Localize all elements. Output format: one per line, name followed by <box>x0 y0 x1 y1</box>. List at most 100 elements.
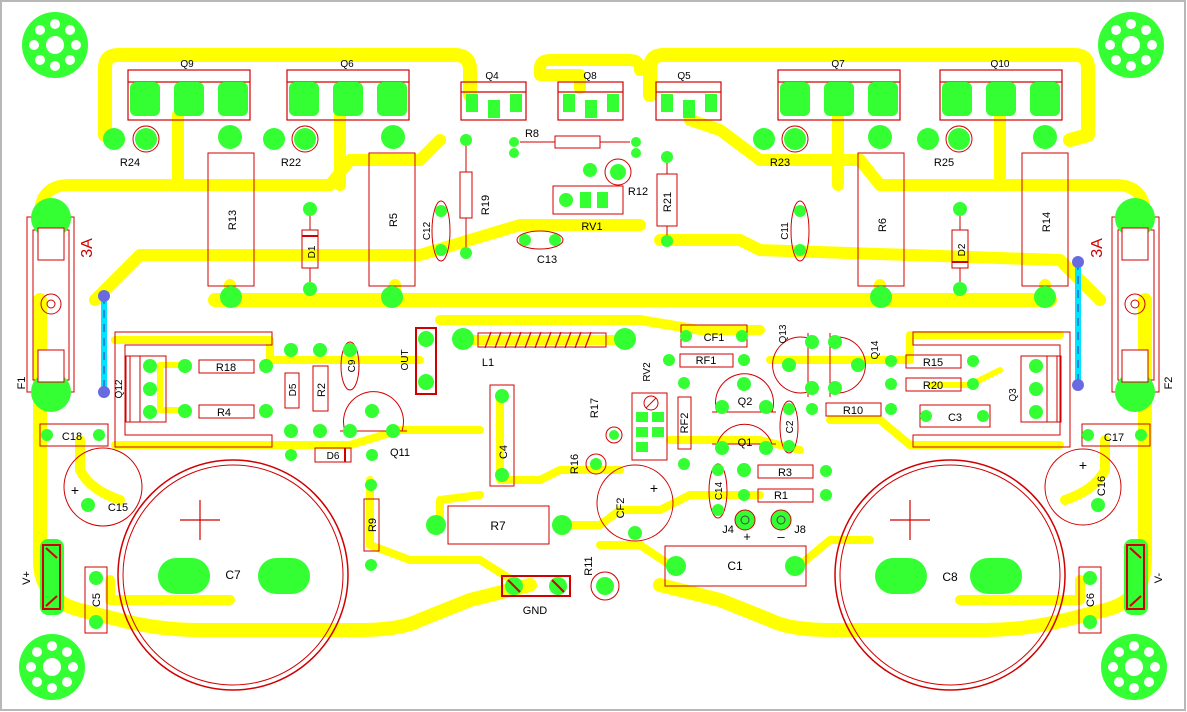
mounting-hole-top-left <box>22 12 88 78</box>
resistor-r17: R17 <box>589 398 623 444</box>
input-connector-j8: J8 – <box>770 509 806 544</box>
transistor-q13: Q13 <box>772 324 819 397</box>
svg-text:R7: R7 <box>490 519 506 533</box>
resistor-rf2: RF2 <box>677 377 692 470</box>
svg-text:Q8: Q8 <box>583 71 597 82</box>
svg-text:Q6: Q6 <box>340 59 354 70</box>
svg-text:3A: 3A <box>79 238 96 258</box>
resistor-r20: R20 <box>885 377 979 392</box>
resistor-r23: R23 <box>753 125 892 169</box>
transistor-q7: Q7 <box>777 59 901 121</box>
svg-text:CF2: CF2 <box>615 498 627 519</box>
svg-text:R6: R6 <box>877 218 889 232</box>
svg-text:D1: D1 <box>307 245 318 258</box>
resistor-r15: R15 <box>885 354 979 369</box>
svg-text:+: + <box>1079 457 1087 473</box>
svg-text:R17: R17 <box>589 398 601 418</box>
svg-text:Q7: Q7 <box>831 59 845 70</box>
wire-jumper-left <box>98 290 110 398</box>
svg-text:R15: R15 <box>923 357 943 369</box>
svg-text:+: + <box>71 482 79 498</box>
capacitor-c4: C4 <box>489 384 515 487</box>
mounting-hole-bottom-left <box>19 634 85 700</box>
fuse-holder-f2: 3A F2 <box>1089 198 1175 412</box>
capacitor-c8: C8 <box>834 459 1066 691</box>
svg-text:C15: C15 <box>108 502 128 514</box>
svg-text:R11: R11 <box>583 556 595 575</box>
resistor-r25: R25 <box>917 125 1057 169</box>
svg-text:J4: J4 <box>722 524 734 536</box>
resistor-r24: R24 <box>103 125 242 169</box>
svg-text:R19: R19 <box>480 195 492 215</box>
svg-text:RF2: RF2 <box>679 413 691 434</box>
ground-connector: GND <box>501 575 571 617</box>
output-connector: OUT <box>400 327 437 395</box>
svg-text:Q4: Q4 <box>485 71 499 82</box>
trimmer-rv2: RV2 <box>631 362 668 461</box>
resistor-r2: R2 <box>312 343 329 438</box>
svg-text:R21: R21 <box>662 192 674 212</box>
svg-text:Q10: Q10 <box>991 59 1010 70</box>
svg-text:RV1: RV1 <box>581 221 602 233</box>
svg-text:C4: C4 <box>498 445 510 459</box>
svg-text:+: + <box>650 480 658 496</box>
transistor-q11: Q11 <box>340 391 410 459</box>
svg-text:C7: C7 <box>225 568 241 582</box>
svg-text:Q1: Q1 <box>738 437 753 449</box>
svg-text:R3: R3 <box>778 467 792 479</box>
heatsink-outline-right <box>912 331 1071 448</box>
svg-text:D5: D5 <box>288 383 299 396</box>
svg-text:V-: V- <box>1153 572 1165 583</box>
svg-text:C18: C18 <box>62 431 82 443</box>
svg-text:CF1: CF1 <box>704 332 725 344</box>
capacitor-c3: C3 <box>919 404 991 428</box>
resistor-r6: R6 <box>857 152 905 308</box>
capacitor-c12: C12 <box>422 200 451 262</box>
diode-d1: D1 <box>301 202 319 296</box>
svg-text:R1: R1 <box>774 490 788 502</box>
svg-text:Q9: Q9 <box>180 59 194 70</box>
capacitor-c5: C5 <box>84 566 108 634</box>
svg-text:C3: C3 <box>948 412 962 424</box>
svg-text:V+: V+ <box>21 571 33 585</box>
svg-text:R25: R25 <box>934 157 954 169</box>
svg-text:–: – <box>777 529 785 544</box>
capacitor-c15: + C15 <box>63 447 143 527</box>
fuse-holder-f1: 3A F1 <box>16 198 96 412</box>
svg-text:+: + <box>743 529 751 544</box>
copper-traces <box>33 48 1152 637</box>
resistor-r16: R16 <box>569 453 607 475</box>
resistor-r14: R14 <box>1021 152 1069 308</box>
resistor-r19: R19 <box>459 134 492 259</box>
input-connector-j4: J4 + <box>722 509 756 544</box>
capacitor-c14: C14 <box>708 463 728 519</box>
capacitor-c2: C2 <box>779 400 799 454</box>
transistor-q3: Q3 <box>1008 355 1062 423</box>
svg-text:C9: C9 <box>347 359 358 372</box>
svg-text:Q14: Q14 <box>870 340 881 359</box>
wire-jumper-right <box>1072 256 1084 391</box>
capacitor-c18: C18 <box>39 423 109 447</box>
power-connector-v-plus: V+ <box>21 539 64 615</box>
svg-text:R8: R8 <box>525 128 539 140</box>
transistor-q14: Q14 <box>828 333 881 397</box>
resistor-r10: R10 <box>806 402 897 417</box>
resistor-r11: R11 <box>583 556 620 601</box>
svg-text:R24: R24 <box>120 157 140 169</box>
svg-text:R14: R14 <box>1041 212 1053 232</box>
transistor-q8: Q8 <box>557 71 624 121</box>
svg-text:R9: R9 <box>367 518 379 532</box>
capacitor-c16: + C16 <box>1044 448 1122 526</box>
svg-text:R18: R18 <box>216 362 236 374</box>
svg-text:R20: R20 <box>923 380 943 392</box>
svg-text:D2: D2 <box>957 243 968 256</box>
svg-text:Q11: Q11 <box>390 447 410 459</box>
svg-text:J8: J8 <box>794 524 806 536</box>
capacitor-c9: C9 <box>340 341 360 391</box>
svg-text:Q3: Q3 <box>1008 388 1019 402</box>
mounting-hole-top-right <box>1098 12 1164 78</box>
svg-text:R10: R10 <box>843 405 863 417</box>
resistor-rf1: RF1 <box>663 353 750 368</box>
resistor-r4: R4 <box>178 404 273 419</box>
diode-d5: D5 <box>284 343 300 438</box>
